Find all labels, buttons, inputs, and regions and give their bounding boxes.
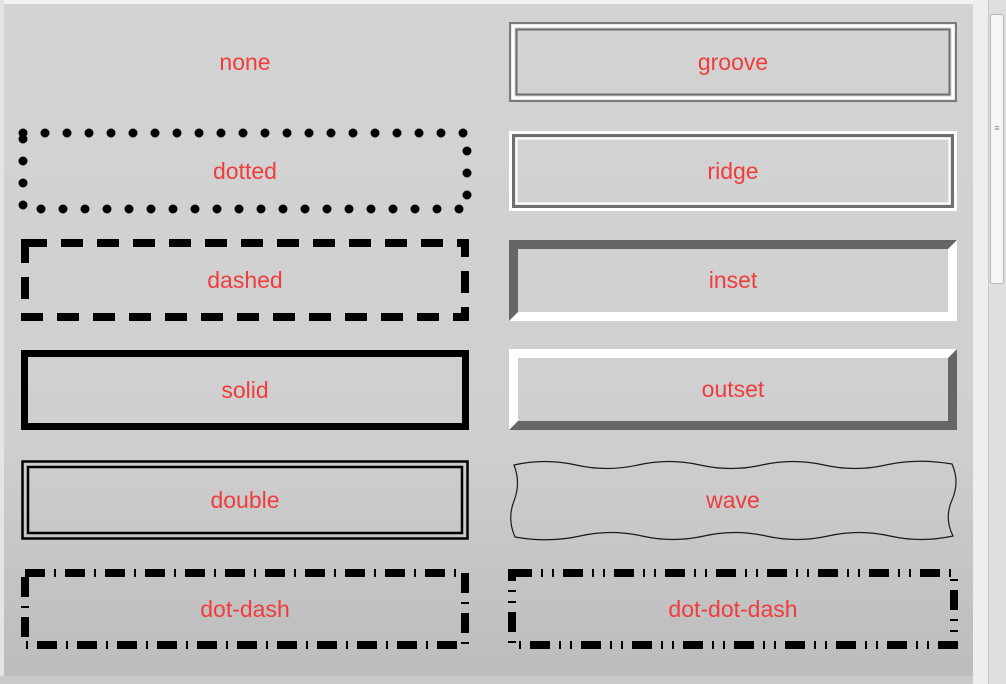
border-label-outset: outset [701,376,765,402]
border-sample-none: none [22,24,468,100]
dashed-border-frame [21,239,469,321]
border-sample-wave: wave [509,458,957,542]
border-label-groove: groove [697,48,769,75]
border-sample-inset: inset [509,240,957,321]
scrollbar-thumb[interactable] [990,14,1004,284]
border-sample-groove: groove [509,22,957,102]
border-sample-dotted: dotted [18,128,472,214]
border-label-solid: solid [221,376,269,403]
border-label-ridge: ridge [707,157,759,184]
border-label-wave: wave [706,486,760,513]
border-sample-dashed: dashed [20,238,470,322]
scrollbar-grip-icon: ≡ [994,123,1000,133]
wave-border-frame [510,460,957,541]
border-sample-outset: outset [509,349,957,430]
border-label-dashed: dashed [207,266,283,293]
border-sample-dot-dash: dot-dash [20,568,470,650]
window-side-strip [973,0,988,684]
window-bottom-strip [0,676,1006,684]
border-sample-solid: solid [21,350,469,430]
border-label-dot-dash: dot-dash [200,595,290,622]
dotted-border-frame [18,128,472,214]
border-label-dotted: dotted [213,157,277,184]
border-label-double: double [210,486,280,513]
dot-dot-dash-border-frame [508,569,958,649]
border-sample-dot-dot-dash: dot-dot-dash [507,568,959,650]
border-label-none: none [219,48,271,75]
border-sample-ridge: ridge [509,131,957,211]
window-top-strip [0,0,1006,4]
dot-dash-border-frame [21,569,469,649]
border-styles-panel [4,4,973,676]
double-border-frame [21,460,469,540]
border-label-dot-dot-dash: dot-dot-dash [668,595,798,622]
window-left-edge [0,0,4,684]
border-sample-double: double [21,460,469,540]
groove-border-frame [509,22,957,102]
ridge-border-frame [509,131,957,211]
border-label-inset: inset [708,267,758,293]
